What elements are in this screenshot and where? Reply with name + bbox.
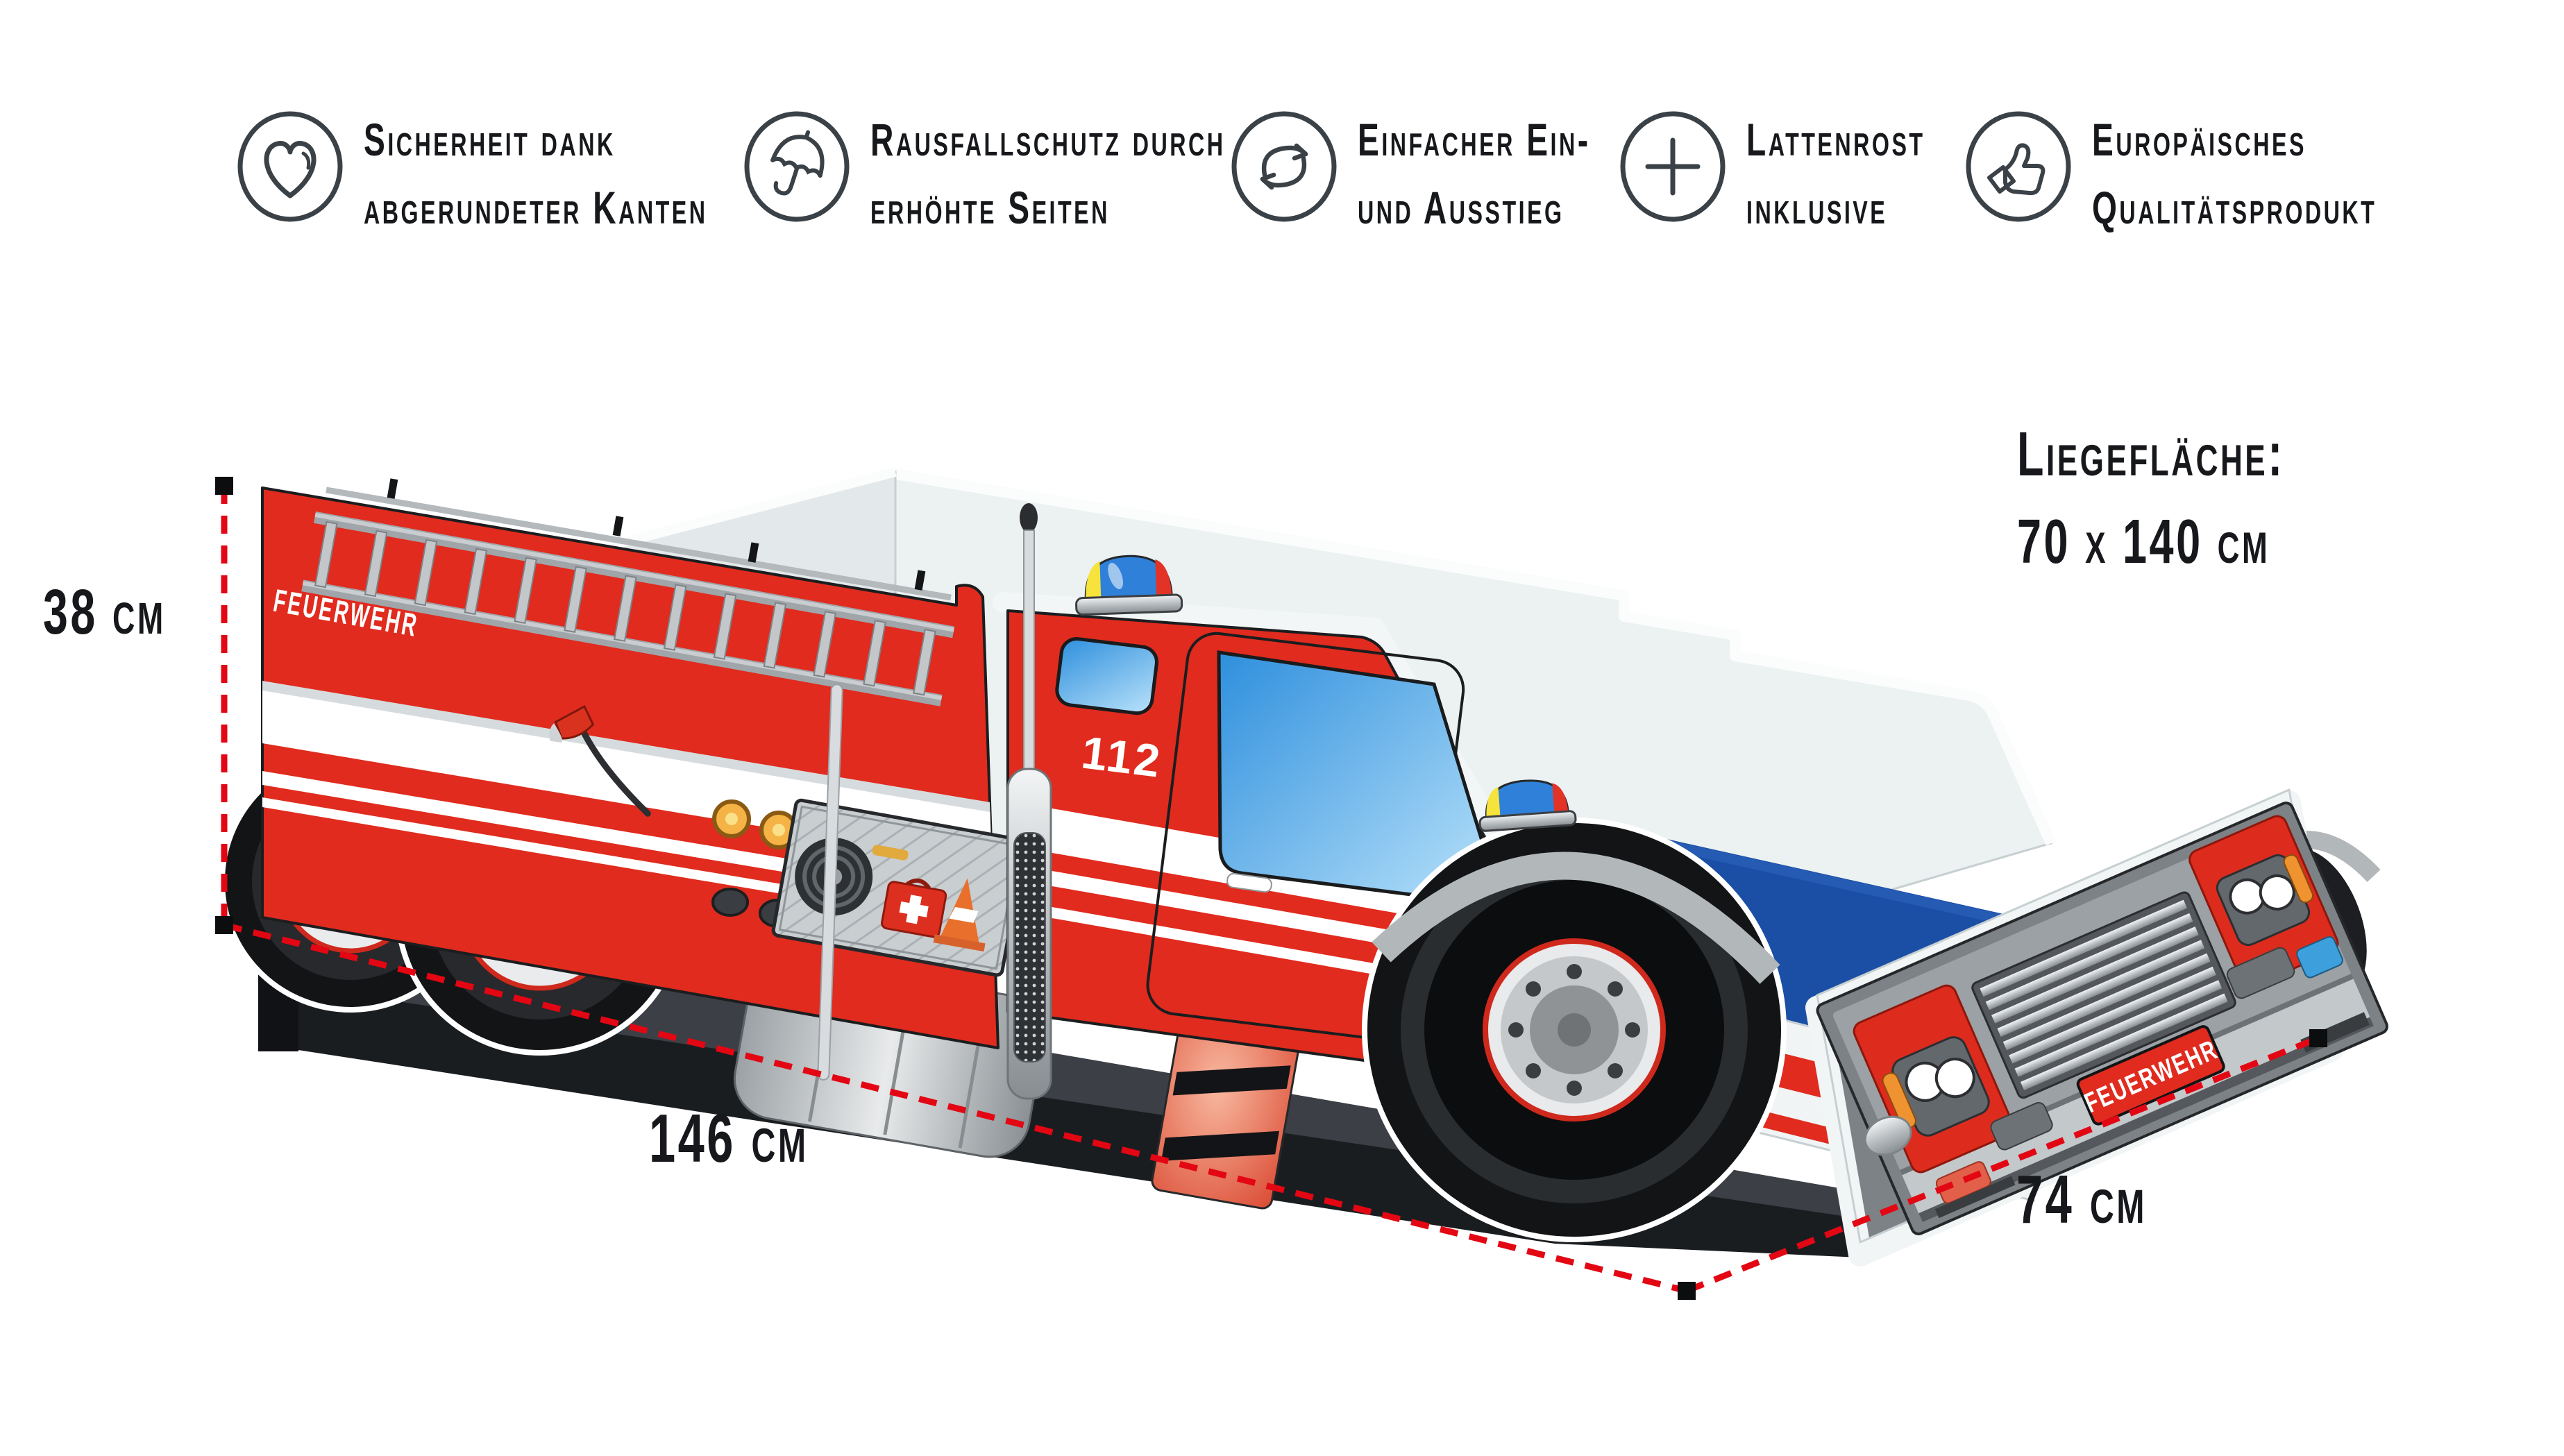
feature-line: Rausfallschutz durch	[870, 114, 1226, 165]
feature-line: abgerundeter Kanten	[364, 182, 708, 233]
feature-line: Europäisches	[2092, 114, 2306, 165]
fender-beacon-light	[1478, 779, 1577, 832]
axe-graphic	[549, 704, 651, 817]
license-plate: FEUERWEHR	[2076, 1025, 2225, 1126]
roof-rail	[326, 486, 952, 601]
width-dimension-label: 74 cm	[2016, 1161, 2147, 1237]
chrome-horn	[1864, 1115, 1912, 1156]
quarter-window	[1055, 637, 1158, 716]
cargo-side-panel: FEUERWEHR	[261, 478, 1261, 1081]
feature-line: Lattenrost	[1746, 114, 1925, 165]
blue-marker-light	[2296, 936, 2343, 979]
roof-beacon-light	[1075, 555, 1183, 616]
thumbs-up-icon	[1963, 110, 2074, 223]
footboard-face: FEUERWEHR	[1816, 802, 2388, 1235]
hand-rail	[817, 684, 843, 1081]
cycle-arrows-icon	[1229, 110, 1340, 223]
bumper-tread	[1934, 1176, 2016, 1219]
heart-icon	[235, 110, 346, 223]
lying-surface-value: 70 x 140 cm	[2017, 507, 2270, 577]
feature-rail-protection: Rausfallschutz durch erhöhte Seiten	[741, 110, 1378, 242]
ladder	[301, 511, 955, 706]
front-wheel	[1362, 818, 1787, 1242]
lying-surface-title: Liegefläche:	[2017, 420, 2285, 489]
plus-icon	[1617, 110, 1728, 223]
bumper-detail	[1990, 1101, 2053, 1151]
length-dimension-label: 146 cm	[649, 1100, 809, 1176]
grille	[1971, 891, 2236, 1099]
door-handle	[1226, 872, 1272, 893]
width-dimension-line	[1685, 1035, 2320, 1294]
feature-safety: Sicherheit dank abgerundeter Kanten	[235, 110, 855, 242]
dimension-endpoints	[215, 477, 2327, 1300]
feature-line: und Ausstieg	[1358, 182, 1564, 233]
feature-slatted-frame: Lattenrost inklusive	[1617, 110, 2002, 242]
front-fender	[1372, 852, 1780, 984]
feature-line: Sicherheit dank	[364, 114, 616, 165]
length-dimension-line	[223, 922, 1688, 1294]
feature-line: inklusive	[1746, 182, 1888, 233]
bumper-detail	[2226, 947, 2295, 999]
feature-easy-access: Einfacher Ein- und Ausstieg	[1229, 110, 1690, 242]
feature-line: erhöhte Seiten	[870, 182, 1110, 233]
feature-line: Qualitätsprodukt	[2092, 182, 2377, 233]
right-headlight-panel	[2188, 815, 2339, 988]
dimension-lines	[221, 486, 2320, 1294]
feature-quality: Europäisches Qualitätsprodukt	[1963, 110, 2499, 242]
door-number-text: 112	[1079, 726, 1165, 787]
left-headlight-panel	[1853, 984, 2015, 1174]
exhaust-stack	[1006, 503, 1052, 1100]
step-box	[1151, 1003, 1303, 1210]
umbrella-icon	[741, 110, 852, 223]
lying-surface-label: Liegefläche: 70 x 140 cm	[2017, 411, 2399, 586]
height-dimension-label: 38 cm	[43, 577, 166, 647]
footboard: FEUERWEHR	[1805, 788, 2388, 1267]
ladder-hooks	[387, 478, 926, 591]
feature-line: Einfacher Ein-	[1358, 114, 1591, 165]
